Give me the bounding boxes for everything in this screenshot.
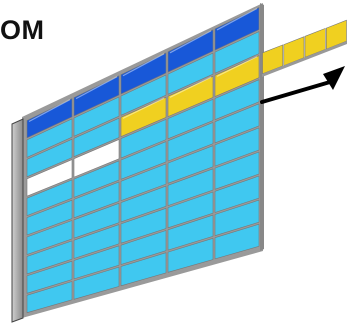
table-cell-cell (73, 202, 120, 239)
table-cell-header (26, 98, 73, 139)
table-cell-cell (214, 175, 260, 213)
table-cell-empty (73, 139, 120, 178)
table-cell-empty (26, 159, 73, 197)
table-cell-cell (214, 223, 260, 260)
table-cell-cell (167, 122, 214, 162)
table-cell-cell (73, 181, 120, 219)
table-cell-cell (26, 260, 73, 294)
table-cell-cell (73, 245, 120, 280)
table-cell-cell (120, 185, 167, 223)
table-cell-cell (214, 199, 260, 237)
table-cell-cell (120, 74, 167, 116)
cell-shine (169, 30, 212, 54)
table-cell-cell (73, 160, 120, 198)
table-cell-cell (167, 145, 214, 184)
table-cell-cell (73, 96, 120, 137)
extracted-cell (262, 44, 284, 75)
table-cell-cell (214, 79, 260, 121)
table-cell-cell (167, 98, 214, 140)
table-cell-cell (26, 281, 73, 314)
cell-shine (75, 76, 118, 100)
table-grid (26, 7, 260, 314)
table-cell-cell (167, 191, 214, 229)
table-cell-highlight (120, 96, 167, 138)
table-cell-cell (26, 118, 73, 158)
table-cell-cell (73, 224, 120, 259)
arrow-shaft (260, 80, 332, 104)
table-cell-cell (26, 179, 73, 217)
table-cell-cell (214, 151, 260, 190)
table-cell-header (73, 75, 120, 117)
table-cell-header (120, 52, 167, 95)
cell-shine (28, 99, 71, 123)
cell-shine (169, 76, 212, 98)
table-cell-highlight (167, 75, 214, 118)
table-cell-cell (167, 214, 214, 251)
table-cell-cell (120, 230, 167, 265)
arrow-right-icon (260, 66, 345, 104)
frame-right-edge (260, 3, 264, 251)
table-cell-cell (26, 199, 73, 236)
table-cell-highlight (26, 138, 73, 178)
arrow-head (323, 66, 345, 90)
table-cell-cell (120, 118, 167, 159)
table-cell-cell (26, 220, 73, 255)
diagram-label: OM (0, 15, 45, 45)
table-cell-cell (120, 163, 167, 202)
cell-shine (216, 56, 258, 77)
table-cell-cell (167, 52, 214, 95)
cell-shine (216, 7, 258, 31)
cell-shine (122, 53, 165, 77)
table-cell-cell (73, 266, 120, 300)
table-cell-cell (26, 240, 73, 275)
table-cell-cell (120, 207, 167, 244)
table-cell-cell (120, 252, 167, 287)
table-cell-cell (214, 103, 260, 144)
table-cell-cell (214, 31, 260, 74)
frame-left-edge (11, 118, 24, 323)
table-cell-header (167, 29, 214, 73)
table-cell-header (214, 7, 260, 51)
extracted-row (262, 19, 347, 77)
cell-shine (122, 97, 165, 119)
table-cell-cell (167, 168, 214, 207)
extracted-row-shadow (262, 41, 347, 77)
table-cell-cell (214, 127, 260, 167)
table-cell-cell (167, 237, 214, 273)
table-cell-cell (120, 141, 167, 180)
table-cell-highlight (73, 117, 120, 158)
table-cell-highlight (214, 55, 260, 97)
extracted-cell (304, 27, 326, 58)
